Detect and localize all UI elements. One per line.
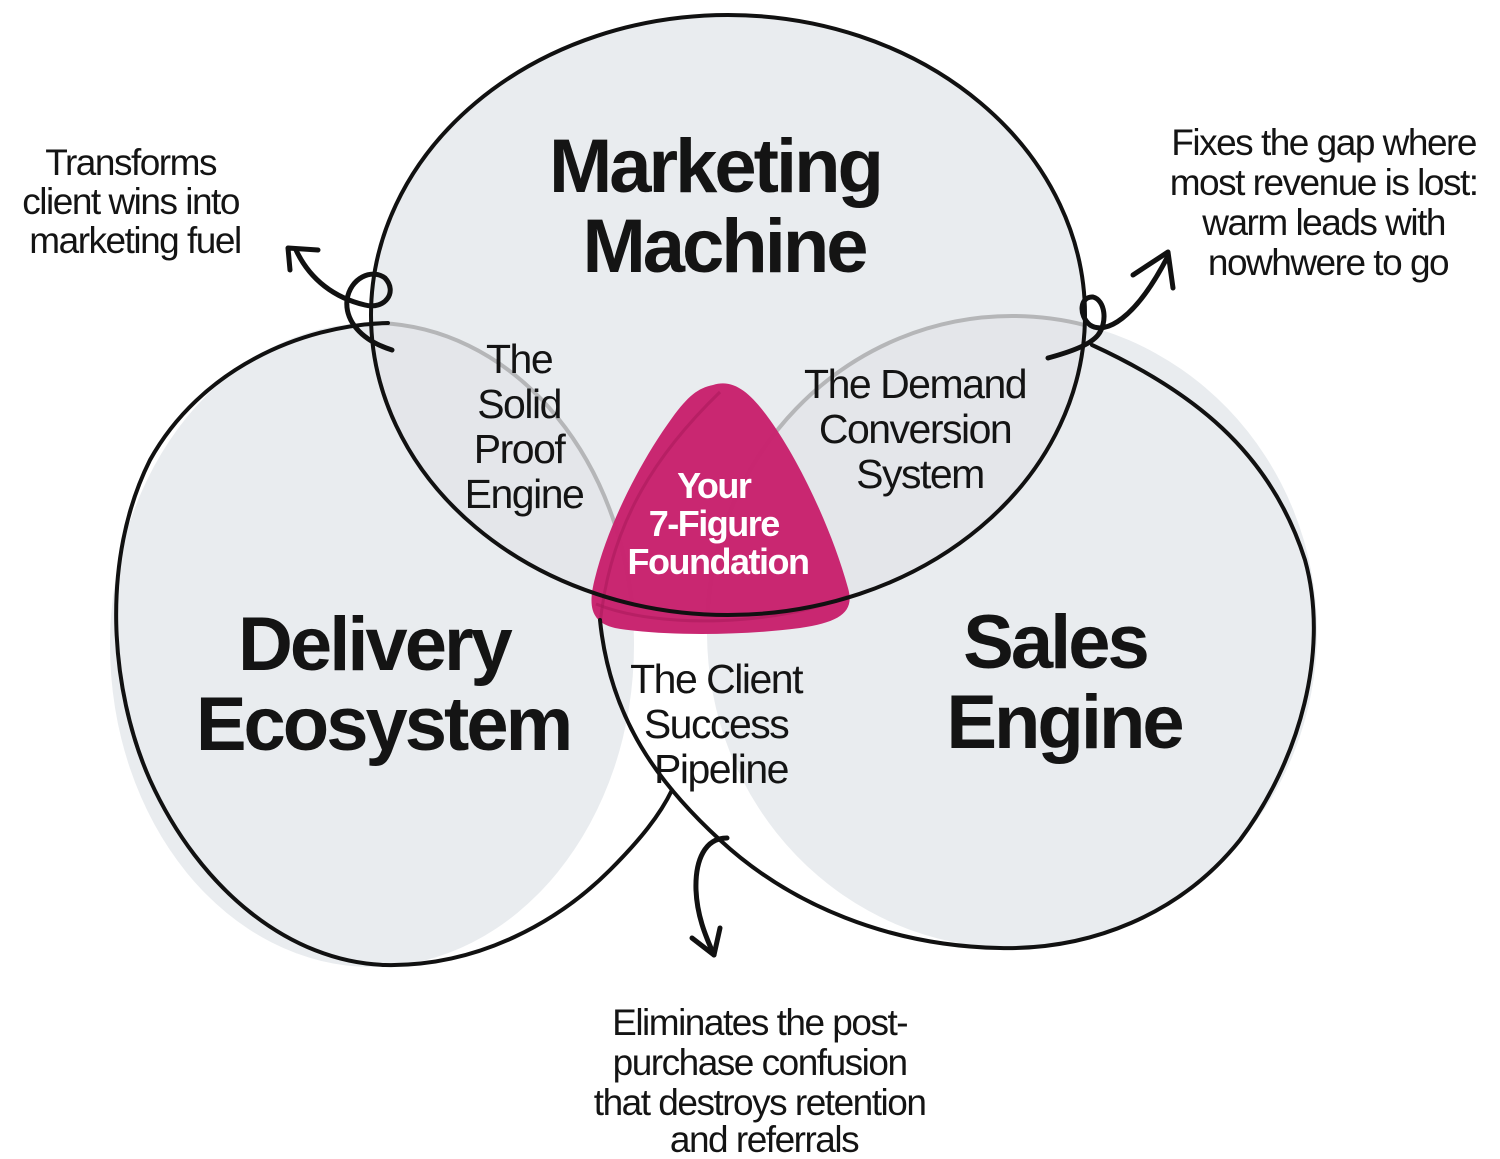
overlap-marketing-delivery-shade — [371, 323, 634, 615]
sales-engine-label: Sales Engine — [946, 600, 1182, 765]
annotation-line: and referrals — [670, 1119, 859, 1159]
marketing-machine-label: Marketing Machine — [549, 124, 899, 289]
annotation-line: most revenue is lost: — [1170, 162, 1478, 203]
annotation-right: Fixes the gap where most revenue is lost… — [1170, 122, 1487, 283]
delivery-ecosystem-label: Delivery Ecosystem — [196, 602, 570, 767]
annotation-line: marketing fuel — [29, 220, 240, 261]
curly-arrow-icon-down — [689, 835, 730, 958]
core-foundation-shape — [591, 383, 850, 634]
overlap-label-line: Solid — [477, 381, 561, 427]
circle-fills — [110, 15, 1317, 967]
overlap-label-line: Engine — [465, 471, 584, 517]
overlap-marketing-sales-shade — [707, 316, 1085, 615]
annotation-line: client wins into — [22, 181, 240, 222]
annotation-line: Transforms — [45, 142, 217, 183]
sales-label-line: Engine — [946, 680, 1182, 765]
annotation-line: purchase confusion — [613, 1042, 907, 1083]
core-label-line: Your — [677, 465, 752, 506]
sales-inner-arc — [705, 314, 1085, 615]
core-label-line: Foundation — [628, 541, 809, 582]
delivery-label-line: Delivery — [238, 602, 512, 687]
core-label-line: 7-Figure — [649, 503, 779, 544]
overlap-label-line: The Demand — [804, 361, 1026, 407]
annotation-line: nowhwere to go — [1208, 242, 1449, 283]
delivery-circle-outline — [114, 321, 674, 968]
core-foundation-label: Your 7-Figure Foundation — [628, 465, 809, 582]
marketing-label-line: Machine — [582, 204, 866, 289]
annotation-line: Eliminates the post- — [612, 1002, 907, 1043]
sales-label-line: Sales — [963, 600, 1147, 685]
annotation-line: that destroys retention — [594, 1082, 926, 1123]
overlap-label-line: Success — [644, 701, 789, 747]
circle-outlines — [114, 13, 1316, 968]
annotation-line: Fixes the gap where — [1171, 122, 1476, 163]
annotation-left: Transforms client wins into marketing fu… — [22, 142, 247, 261]
overlap-label-line: The Client — [630, 656, 804, 702]
demand-conversion-system-label: The Demand Conversion System — [804, 361, 1036, 497]
delivery-label-line: Ecosystem — [196, 682, 570, 767]
solid-proof-engine-label: The Solid Proof Engine — [465, 336, 584, 517]
client-success-pipeline-label: The Client Success Pipeline — [630, 656, 812, 792]
overlap-label-line: System — [856, 451, 984, 497]
annotation-bottom: Eliminates the post- purchase confusion … — [594, 1002, 934, 1159]
core-inner-line-left — [598, 390, 722, 626]
overlap-label-line: Conversion — [819, 406, 1011, 452]
curly-arrow-icon-left — [285, 245, 395, 353]
curly-arrow-icon-right — [1045, 249, 1176, 361]
overlap-label-line: Proof — [474, 426, 567, 472]
annotation-line: warm leads with — [1201, 202, 1445, 243]
overlap-label-line: Pipeline — [654, 746, 788, 792]
marketing-label-line: Marketing — [549, 124, 881, 209]
sales-circle-outline — [598, 343, 1316, 951]
overlap-label-line: The — [486, 336, 552, 382]
